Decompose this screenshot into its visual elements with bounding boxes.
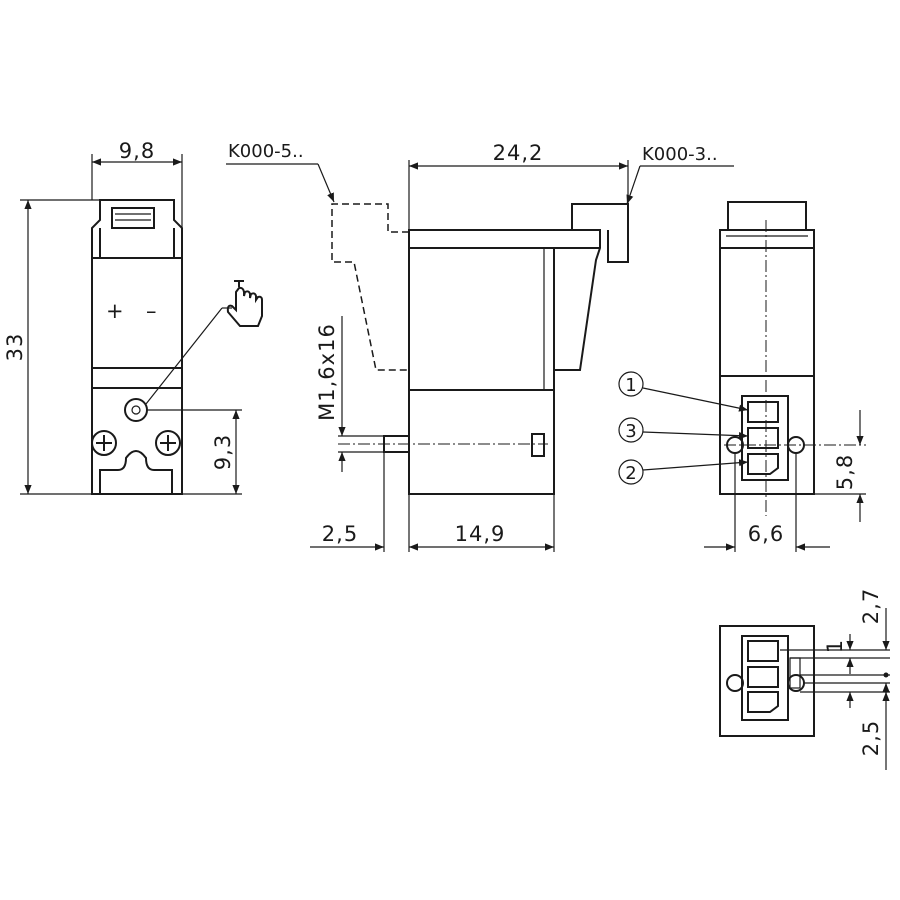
dim-body-length: 14,9	[455, 522, 506, 546]
rear-cap	[727, 201, 807, 230]
dim-thread: M1,6x16	[315, 323, 339, 421]
port-3-rect	[747, 427, 779, 449]
dim-detail-top: 2,7	[859, 588, 883, 624]
manual-override-button	[124, 398, 148, 422]
side-view: K000-5.. K000-3.. 24,2 M1,6x16 2,5 14,9	[226, 141, 734, 552]
minus-symbol: –	[146, 299, 158, 323]
port-3-number: 3	[625, 421, 636, 442]
detail-view: 2,7 1 2,5	[719, 588, 890, 770]
port-1-rect	[747, 401, 779, 423]
side-port-outlet	[531, 433, 545, 457]
callout-k000-5: K000-5..	[228, 141, 304, 162]
detail-body	[719, 625, 815, 737]
left-screw	[91, 430, 117, 456]
front-view: + – 9,8	[3, 139, 263, 495]
detail-key	[789, 657, 801, 689]
dim-pin-height: 5,8	[833, 454, 857, 490]
dim-screw-offset: 9,3	[211, 434, 235, 470]
right-screw	[155, 430, 181, 456]
callout-k000-3: K000-3..	[642, 144, 718, 165]
plug-k000-5-outline	[331, 203, 409, 371]
detail-port-2	[747, 691, 779, 713]
rear-view: 1 3 2 5,8 6,6	[618, 201, 866, 552]
detail-pin-left	[726, 674, 744, 692]
detail-port-3	[747, 666, 779, 688]
dim-detail-pin: 1	[823, 639, 847, 653]
port-2-rect	[747, 453, 779, 475]
dim-height: 33	[3, 333, 27, 362]
dim-detail-bottom: 2,5	[859, 720, 883, 756]
dim-side-length: 24,2	[493, 141, 544, 165]
front-cap-slot	[111, 207, 155, 229]
plug-k000-3	[571, 203, 629, 263]
plus-symbol: +	[106, 299, 125, 323]
front-body	[91, 257, 183, 495]
front-cap	[91, 199, 183, 258]
dim-front-width: 9,8	[119, 139, 155, 163]
port-3-callout	[618, 417, 644, 443]
dim-pin-spacing: 6,6	[748, 522, 784, 546]
port-2-callout	[618, 459, 644, 485]
side-body	[408, 247, 555, 495]
port-2-number: 2	[625, 463, 636, 484]
side-connector-housing	[408, 229, 601, 371]
port-1-callout	[618, 371, 644, 397]
detail-port-1	[747, 640, 779, 662]
rear-body	[719, 229, 815, 495]
hand-press-icon	[226, 280, 263, 327]
dim-stub-length: 2,5	[322, 522, 358, 546]
port-1-number: 1	[625, 375, 636, 396]
front-bottom-cutout	[99, 450, 173, 494]
